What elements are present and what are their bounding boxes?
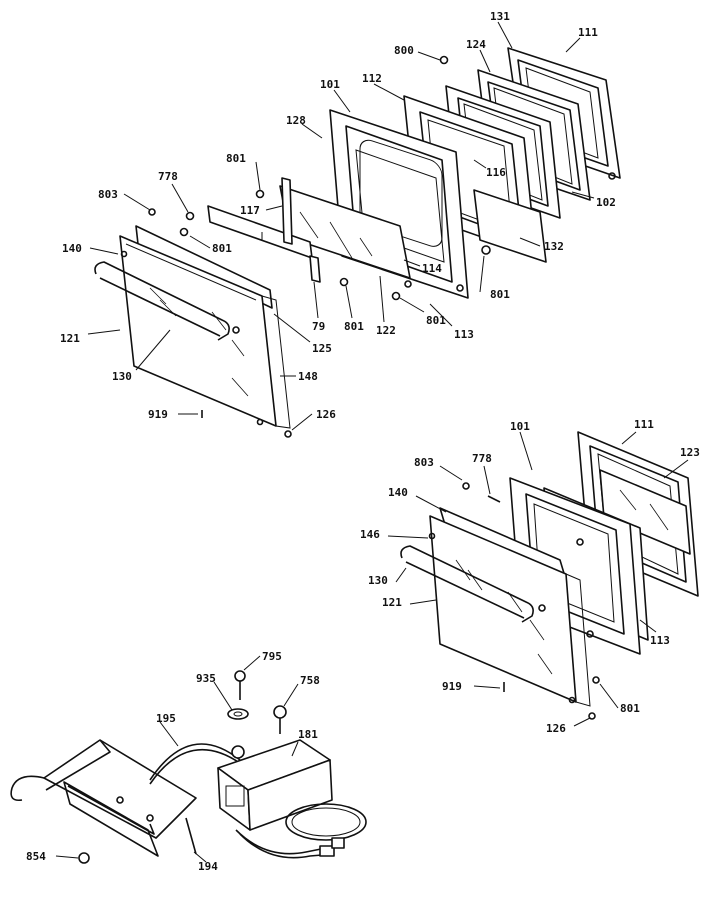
label-140-lower: 140	[388, 486, 408, 499]
upper-screws	[148, 55, 449, 438]
label-113-lower: 113	[650, 634, 670, 647]
label-122: 122	[376, 324, 396, 337]
label-128: 128	[286, 114, 306, 127]
label-101-lower: 101	[510, 420, 530, 433]
label-114: 114	[422, 262, 442, 275]
label-111-upper: 111	[578, 26, 598, 39]
lower-screws	[462, 482, 600, 720]
label-146: 146	[360, 528, 380, 541]
label-801-e: 801	[426, 314, 446, 327]
label-124: 124	[466, 38, 486, 51]
label-121-upper: 121	[60, 332, 80, 345]
label-803-upper: 803	[98, 188, 118, 201]
lower-leader-lines	[387, 431, 689, 727]
label-801-lower: 801	[620, 702, 640, 715]
upper-door-assembly: 131 111 124 800 101 112 128 801 778 803 …	[60, 10, 621, 438]
label-111-lower: 111	[634, 418, 654, 431]
label-101-upper: 101	[320, 78, 340, 91]
label-803-lower: 803	[414, 456, 434, 469]
label-800: 800	[394, 44, 414, 57]
label-195: 195	[156, 712, 176, 725]
label-140-upper: 140	[62, 242, 82, 255]
label-778-upper: 778	[158, 170, 178, 183]
lower-door-assembly: 101 111 803 778 123 140 146 130 121 113 …	[360, 418, 700, 735]
label-132: 132	[544, 240, 564, 253]
part-132-bracket	[473, 189, 547, 263]
label-181: 181	[298, 728, 318, 741]
part-121-lower-outer-door	[400, 515, 591, 707]
label-758: 758	[300, 674, 320, 687]
part-123-glass	[599, 469, 691, 555]
label-919-lower: 919	[442, 680, 462, 693]
label-801-b: 801	[212, 242, 232, 255]
label-126-upper: 126	[316, 408, 336, 421]
part-121-outer-door	[94, 235, 291, 429]
label-130-lower: 130	[368, 574, 388, 587]
label-130-upper: 130	[112, 370, 132, 383]
upper-leader-lines	[87, 21, 595, 431]
label-131-upper: 131	[490, 10, 510, 23]
door-latch-assembly: 795 935 758 195 181 854 194	[10, 650, 367, 873]
label-113-upper: 113	[454, 328, 474, 341]
label-121-lower: 121	[382, 596, 402, 609]
label-148: 148	[298, 370, 318, 383]
label-194: 194	[198, 860, 218, 873]
label-123: 123	[680, 446, 700, 459]
label-102: 102	[596, 196, 616, 209]
label-125: 125	[312, 342, 332, 355]
label-116: 116	[486, 166, 506, 179]
label-801-d: 801	[344, 320, 364, 333]
label-854: 854	[26, 850, 46, 863]
label-795: 795	[262, 650, 282, 663]
label-801-a: 801	[226, 152, 246, 165]
label-919-upper: 919	[148, 408, 168, 421]
label-778-lower: 778	[472, 452, 492, 465]
label-117: 117	[240, 204, 260, 217]
label-79: 79	[312, 320, 325, 333]
label-801-c: 801	[490, 288, 510, 301]
label-112: 112	[362, 72, 382, 85]
label-126-lower: 126	[546, 722, 566, 735]
label-935: 935	[196, 672, 216, 685]
part-79-bracket	[281, 177, 321, 283]
